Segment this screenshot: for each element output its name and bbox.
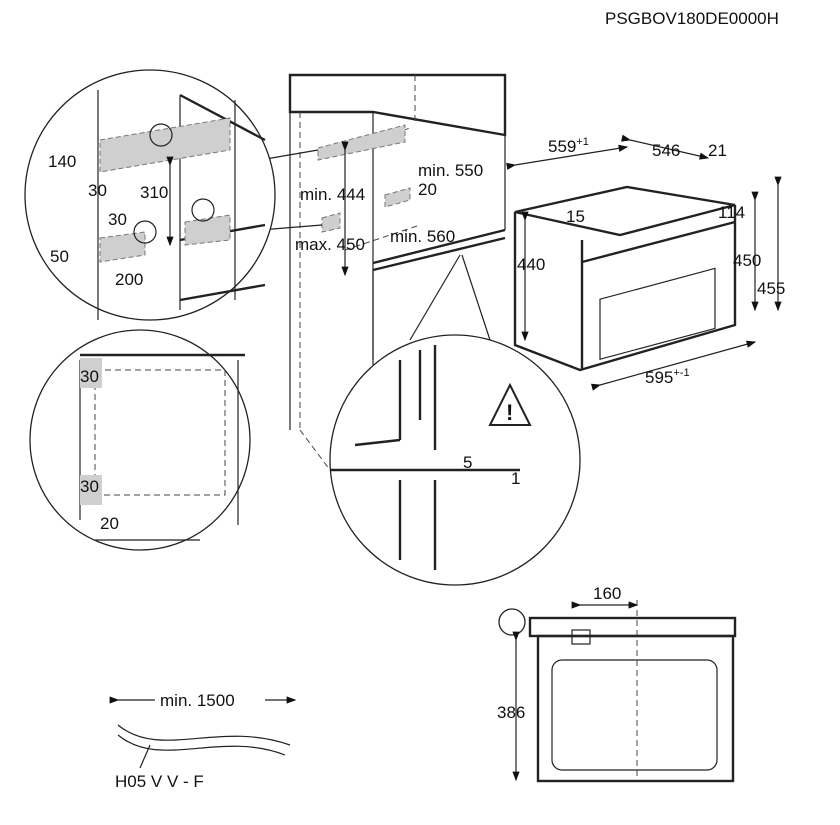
front-view-drawing: 160 386 [497,584,737,783]
depth-546-label: 546 [652,141,680,160]
max-450-label: max. 450 [295,235,365,254]
svg-text:!: ! [506,400,513,425]
width-559-label: 559+1 [548,136,589,156]
dim-310-label: 310 [140,183,168,202]
dim-30-label: 30 [108,210,127,229]
gap-30-top-label: 30 [80,367,99,386]
cable-length-label: min. 1500 [160,691,235,710]
width-595-label: 595+-1 [645,367,690,387]
height-440-label: 440 [517,255,545,274]
depth-21-label: 21 [708,141,727,160]
gap-30-bottom-label: 30 [80,477,99,496]
power-symbol-icon [149,123,173,147]
dim-160-label: 160 [593,584,621,603]
min-560-label: min. 560 [390,227,455,246]
dim-50-label: 50 [50,247,69,266]
cabinet-drawing: min. 444 max. 450 min. 550 20 min. 560 [288,73,507,471]
power-cable-drawing: min. 1500 H05 V V - F [109,688,297,791]
power-symbol-icon [133,220,157,244]
height-15-label: 15 [566,207,585,226]
warning-icon [488,382,532,426]
dim-30-label: 30 [88,181,107,200]
min-550-label: min. 550 [418,161,483,180]
dim-200-label: 200 [115,270,143,289]
dim-386-label: 386 [497,703,525,722]
cable-type-label: H05 V V - F [115,772,204,791]
dim-140-label: 140 [48,152,76,171]
detail-circle-ventilation: 30 30 20 [29,329,251,551]
power-symbol-icon [191,198,215,222]
height-455-label: 455 [757,279,785,298]
gap-1-label: 1 [511,469,520,488]
detail-circle-mounting: ! 5 1 [329,254,581,586]
detail-circle-electrical: 140 30 310 30 50 200 [24,69,323,321]
min-444-label: min. 444 [300,185,365,204]
depth-20-label: 20 [418,180,437,199]
height-114-label: 114 [718,203,745,222]
oven-drawing: 559+1 546 21 15 114 440 450 455 595+-1 [506,134,785,391]
height-450-label: 450 [733,251,761,270]
gap-5-label: 5 [463,453,472,472]
model-code: PSGBOV180DE0000H [605,9,779,28]
gap-20-label: 20 [100,514,119,533]
power-symbol-icon [498,608,526,636]
